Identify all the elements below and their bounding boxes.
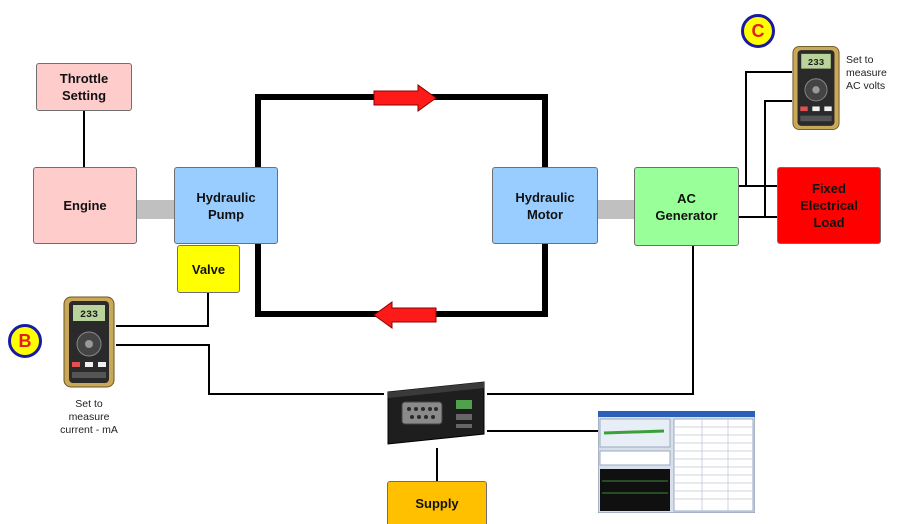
hydraulic-pump-block: Hydraulic Pump [174, 167, 278, 244]
meter-c-display: 233 [808, 57, 825, 68]
ac-generator-block: AC Generator [634, 167, 739, 246]
engine-block: Engine [33, 167, 137, 244]
fixed-electrical-load-block: Fixed Electrical Load [777, 167, 881, 244]
data-acquisition-module-icon [387, 381, 485, 445]
badge-b: B [8, 324, 42, 358]
flow-arrow-left [373, 301, 437, 329]
software-screenshot-icon [598, 411, 755, 513]
supply-block: Supply [387, 481, 487, 524]
meter-c-caption: Set to measure AC volts [846, 54, 887, 92]
throttle-setting-block: Throttle Setting [36, 63, 132, 111]
valve-block: Valve [177, 245, 240, 293]
motor-generator-shaft [598, 200, 634, 219]
multimeter-icon: 233 [63, 296, 115, 388]
meter-b-caption: Set to measure current - mA [60, 398, 118, 436]
engine-pump-shaft [137, 200, 174, 219]
hydraulic-motor-block: Hydraulic Motor [492, 167, 598, 244]
meter-b-display: 233 [80, 310, 98, 321]
flow-arrow-right [373, 84, 437, 112]
multimeter-icon: 233 [792, 46, 840, 130]
badge-c: C [741, 14, 775, 48]
